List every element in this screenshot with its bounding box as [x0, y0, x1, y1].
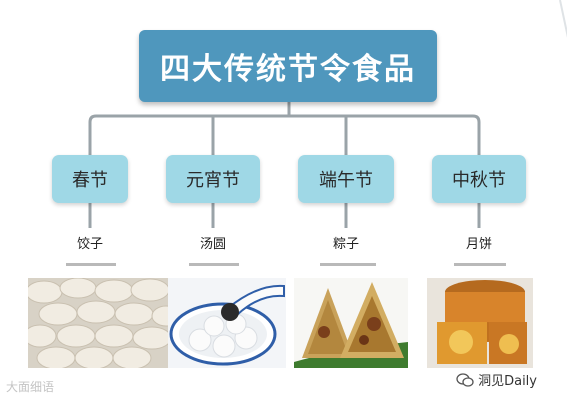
watermark-left: 大面细语	[6, 380, 55, 394]
food-underline-1	[66, 263, 116, 266]
food-underline-3	[320, 263, 376, 266]
festival-lantern: 元宵节	[166, 155, 260, 203]
diagram-title: 四大传统节令食品	[139, 30, 437, 102]
festival-mid-autumn: 中秋节	[432, 155, 526, 203]
festival-dragon-boat: 端午节	[298, 155, 394, 203]
connector-bar	[88, 114, 481, 155]
festival-spring: 春节	[52, 155, 128, 203]
food-underline-4	[454, 263, 506, 266]
jiaozi-photo	[28, 278, 168, 368]
tangyuan-photo	[168, 278, 286, 368]
account-name: 洞见Daily	[478, 374, 537, 389]
food-label-zongzi: 粽子	[332, 237, 359, 252]
food-label-yuebing: 月饼	[465, 237, 492, 252]
wechat-icon	[456, 372, 474, 387]
food-label-jiaozi: 饺子	[76, 237, 103, 252]
food-label-tangyuan: 汤圆	[199, 237, 226, 252]
yuebing-photo	[427, 278, 533, 368]
food-underline-2	[189, 263, 239, 266]
zongzi-photo	[294, 278, 408, 368]
account-watermark: 洞见Daily	[456, 370, 537, 389]
